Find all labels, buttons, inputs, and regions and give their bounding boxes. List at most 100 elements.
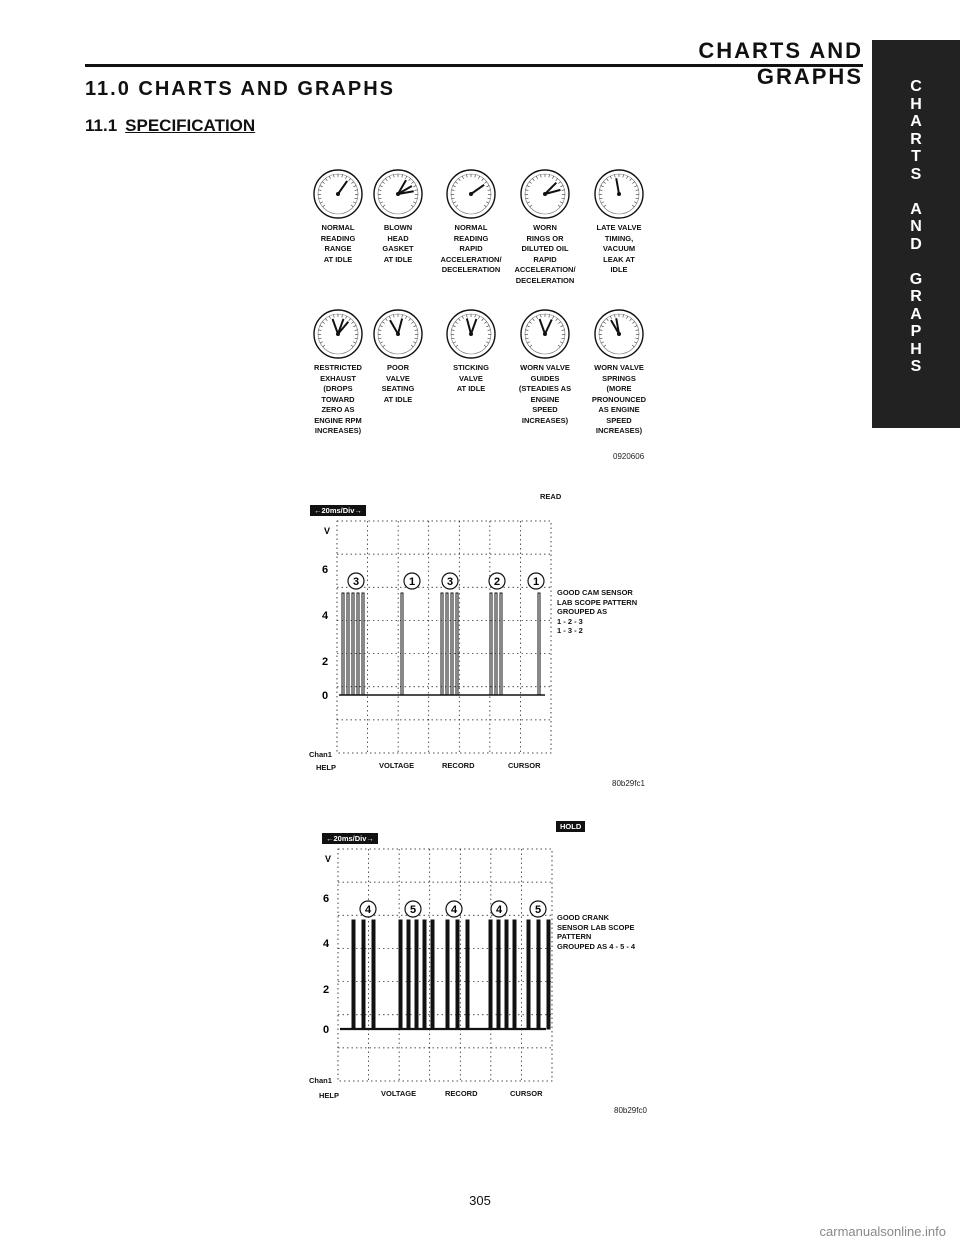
gauge-caption-line: GASKET <box>382 244 414 253</box>
scope2-voltage-button[interactable]: VOLTAGE <box>381 1089 417 1098</box>
scope-group-number: 5 <box>535 904 541 916</box>
gauge-caption-line: WORN VALVE <box>520 363 570 372</box>
gauge-caption-line: ACCELERATION/ <box>514 265 576 274</box>
scope2-cursor-button[interactable]: CURSOR <box>510 1089 543 1098</box>
scope1-mode-label: READ <box>540 492 562 501</box>
scope1-voltage-button[interactable]: VOLTAGE <box>379 761 415 770</box>
side-tab-letter: H <box>910 95 922 113</box>
scope-pulse <box>430 919 435 1030</box>
scope-y-tick: 2 <box>322 656 328 668</box>
scope-y-tick: 0 <box>323 1024 329 1036</box>
gauge-caption-line: GUIDES <box>530 373 560 383</box>
scope2-record-button[interactable]: RECORD <box>445 1089 478 1098</box>
scope-group-number: 2 <box>494 576 500 588</box>
gauge-dial-icon <box>446 169 496 219</box>
gauge-caption-line: LEAK AT <box>603 254 635 264</box>
gauge-caption-line: READING <box>453 233 489 243</box>
gauge-dial-icon <box>520 309 570 359</box>
side-tab-letter: D <box>910 235 922 253</box>
gauge-dial-icon <box>373 309 423 359</box>
side-tab-letter: A <box>910 200 922 218</box>
gauge-caption-line: VALVE <box>459 373 483 383</box>
scope-pulse <box>341 592 345 696</box>
scope-pulse <box>371 919 376 1030</box>
gauge-caption-line: SPEED <box>532 405 558 414</box>
scope-group-number: 5 <box>410 904 416 916</box>
scope-pulse <box>536 919 541 1030</box>
scope-group-number: 4 <box>496 904 503 916</box>
gauge-caption-line: RANGE <box>324 244 352 253</box>
scope-pulse <box>445 592 449 696</box>
gauge-dial-icon <box>313 169 363 219</box>
scope1-timebase-badge: ←20ms/Div→ <box>310 505 366 516</box>
side-tab-letter <box>872 183 960 201</box>
side-tab-letter: R <box>910 288 922 305</box>
scope-group-marker <box>490 900 508 918</box>
gauge-caption-line: ZERO AS <box>321 405 355 414</box>
scope-caption-line: 1 - 2 - 3 <box>557 616 583 626</box>
scope-pulse <box>489 592 493 696</box>
scope-pulse <box>351 919 356 1030</box>
scope-caption-line: GROUPED AS <box>557 607 608 616</box>
page-number: 305 <box>469 1193 491 1208</box>
gauge-dial-icon <box>373 169 423 219</box>
scope2-mode-label: HOLD <box>556 821 586 832</box>
side-tab-letter: A <box>910 113 922 130</box>
scope2-help-button[interactable]: HELP <box>319 1091 340 1100</box>
gauge-caption-line: STICKING <box>453 363 489 372</box>
gauge-caption-line: RAPID <box>459 244 483 253</box>
scope1-record-button[interactable]: RECORD <box>442 761 475 770</box>
side-tab-letter: A <box>910 305 922 323</box>
scope1-help-button[interactable]: HELP <box>316 763 337 772</box>
scope-pulse <box>455 592 459 696</box>
scope-caption-line: LAB SCOPE PATTERN <box>557 597 638 607</box>
gauge-caption-line: (STEADIES AS <box>518 384 572 393</box>
scope-unit-label: V <box>324 526 330 536</box>
scope-group-marker <box>529 900 547 918</box>
gauge-caption-line: ENGINE <box>530 394 560 404</box>
scope-group-number: 4 <box>365 904 372 916</box>
scope-group-number: 3 <box>353 576 359 588</box>
scope2-channel-label: Chan1 <box>309 1076 332 1085</box>
gauge-caption-line: NORMAL <box>321 223 355 232</box>
gauge-dial-icon <box>313 309 363 359</box>
gauge-caption-line: POOR <box>386 363 410 372</box>
side-tab-letter <box>872 253 960 271</box>
side-tab-letter: T <box>911 148 921 165</box>
scope1-cursor-button[interactable]: CURSOR <box>508 761 541 770</box>
gauge-caption-line: READING <box>320 233 356 243</box>
scope-pulse <box>450 592 454 696</box>
scope-group-number: 3 <box>447 576 453 588</box>
scope2-timebase-badge: ←20ms/Div→ <box>322 833 378 844</box>
side-tab-letter: N <box>910 218 922 235</box>
scope-pulse <box>504 919 509 1030</box>
gauge-caption-line: TOWARD <box>321 394 355 404</box>
gauge-caption-line: WORN VALVE <box>594 363 644 372</box>
scope-caption-line: GOOD CRANK <box>557 913 610 922</box>
gauge-caption-line: (MORE <box>606 384 632 393</box>
side-tab-letter: S <box>910 358 922 375</box>
gauge-caption-line: DECELERATION <box>515 275 575 285</box>
scope-group-marker <box>347 572 365 590</box>
gauge-caption-line: SPRINGS <box>602 373 636 383</box>
scope-y-tick: 6 <box>322 564 328 576</box>
scope-pulse <box>465 919 470 1030</box>
scope-pulse <box>455 919 460 1030</box>
gauge-caption-line: INCREASES) <box>521 415 569 425</box>
scope-caption-line: GROUPED AS 4 - 5 - 4 <box>557 941 636 951</box>
